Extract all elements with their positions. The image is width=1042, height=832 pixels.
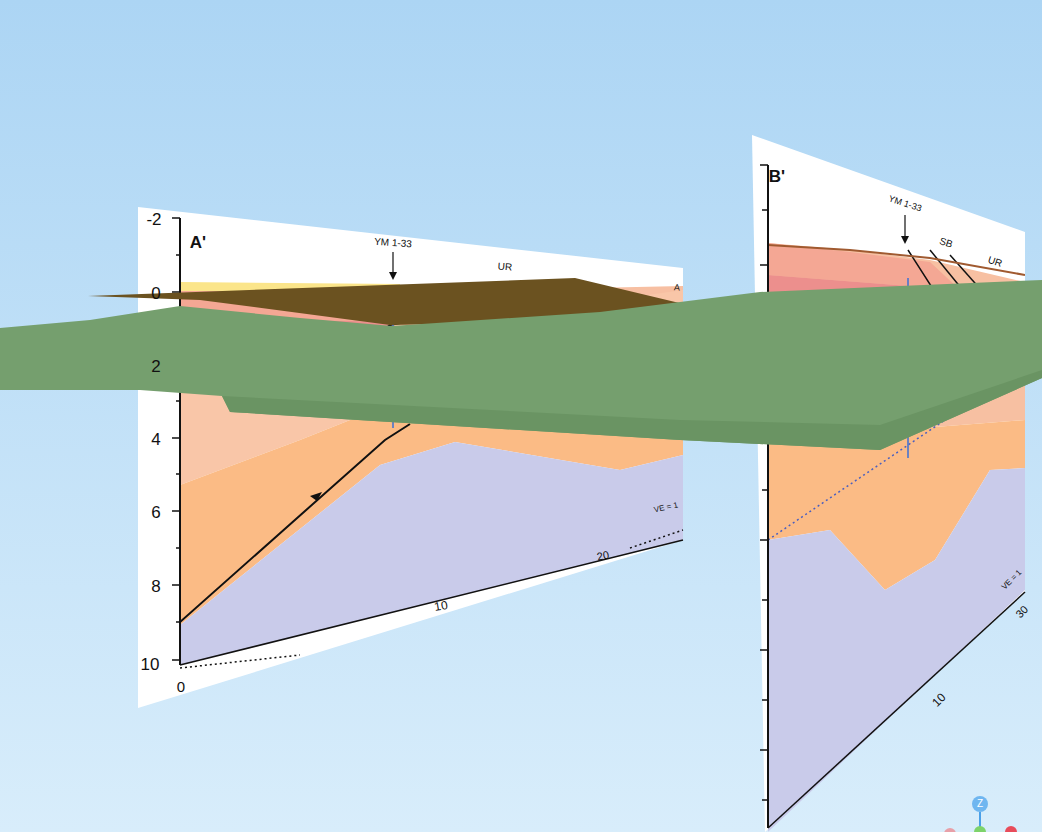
section-panel [752,135,1025,832]
depth-tick-label: 0 [151,285,160,302]
distance-tick-label: 0 [177,679,185,694]
terrain-surface [0,280,1042,450]
distance-tick-label: 10 [433,599,448,613]
depth-ticks [760,165,768,800]
depth-tick-label: 2 [151,358,160,375]
depth-tick-label: -2 [146,211,161,228]
section-panel [138,207,683,708]
depth-tick-label: 8 [151,578,160,595]
distance-axis [180,540,683,665]
depth-ticks [172,218,180,660]
feature-label: UR [497,262,512,273]
axis-gizmo-label: Z [977,799,983,809]
section-end-label: A [674,283,681,292]
section-end-label: A' [190,234,206,251]
depth-tick-label: 6 [151,504,160,521]
depth-tick-label: 4 [151,431,160,448]
depth-tick-label: 10 [141,656,160,673]
section-end-label: B' [769,168,785,185]
